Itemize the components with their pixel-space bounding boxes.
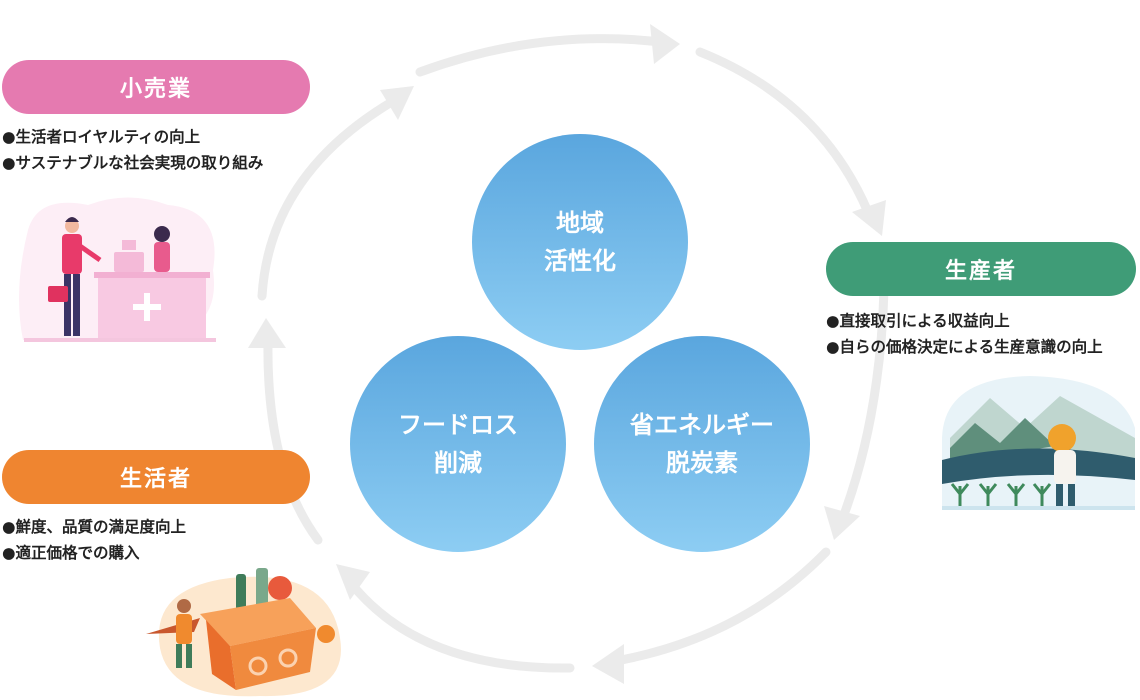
arrowhead-5	[336, 564, 370, 600]
arrow-top-right	[415, 34, 665, 77]
vegetable-box-illustration	[146, 568, 341, 697]
circle-food-loss: フードロス 削減	[350, 336, 566, 552]
circle-energy-saving: 省エネルギー 脱炭素	[594, 336, 810, 552]
consumer-benefits: 鮮度、品質の満足度向上 適正価格での購入	[2, 514, 187, 566]
retail-benefit-item: 生活者ロイヤルティの向上	[2, 124, 263, 150]
arrowhead-1	[650, 24, 680, 64]
circle-regional-revitalization: 地域 活性化	[472, 134, 688, 350]
circle-top-line1: 地域	[556, 209, 604, 237]
arrow-right-upper	[695, 47, 873, 217]
arrow-left-upper	[257, 91, 407, 301]
arrow-bottom-right	[605, 547, 831, 667]
producer-benefits: 直接取引による収益向上 自らの価格決定による生産意識の向上	[826, 308, 1103, 360]
circle-left-line1: フードロス	[398, 411, 518, 439]
arrowhead-7	[380, 86, 414, 120]
circle-left-line2: 削減	[434, 449, 482, 477]
producer-title: 生産者	[826, 242, 1136, 296]
producer-benefit-item: 直接取引による収益向上	[826, 308, 1103, 334]
farmer-illustration	[942, 376, 1135, 510]
consumer-title: 生活者	[2, 450, 310, 504]
retail-benefit-item: サステナブルな社会実現の取り組み	[2, 150, 264, 176]
arrowhead-6	[248, 318, 286, 348]
arrowhead-2	[852, 200, 886, 236]
consumer-benefit-item: 鮮度、品質の満足度向上	[2, 514, 187, 540]
circle-right-line2: 脱炭素	[666, 449, 738, 477]
retail-shop-illustration	[19, 197, 216, 342]
arrowhead-3	[824, 506, 860, 540]
retail-title: 小売業	[2, 60, 310, 114]
arrow-bottom-left	[345, 577, 575, 673]
consumer-benefit-item: 適正価格での購入	[2, 540, 186, 566]
arrowhead-4	[592, 644, 624, 684]
circle-top-line2: 活性化	[544, 247, 616, 275]
arrow-left-lower	[263, 335, 323, 545]
circle-right-line1: 省エネルギー	[630, 411, 774, 439]
producer-benefit-item: 自らの価格決定による生産意識の向上	[826, 334, 1103, 360]
retail-benefits: 生活者ロイヤルティの向上 サステナブルな社会実現の取り組み	[2, 124, 264, 176]
